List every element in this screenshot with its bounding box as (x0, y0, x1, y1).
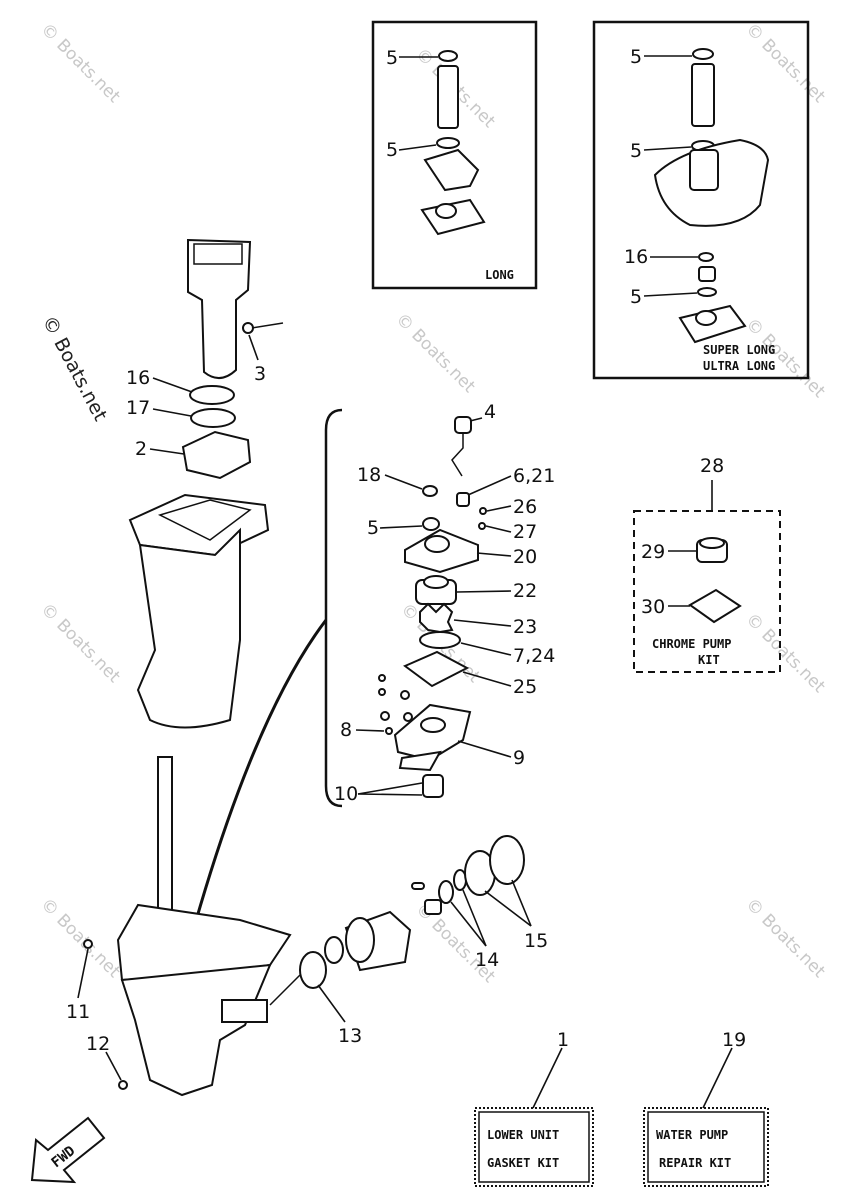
callout-5: 5 (630, 140, 642, 162)
bearing (324, 936, 344, 964)
callout-14: 14 (475, 949, 499, 971)
water-pump-parts: 4 18 6,21 26 27 5 20 22 23 7,24 25 (334, 401, 555, 805)
water-pump-bracket (183, 408, 343, 961)
grommet (454, 416, 472, 434)
o-ring (299, 951, 327, 989)
watermark: © Boats.net (741, 19, 829, 107)
lower-unit-gasket-kit-label: LOWER UNIT (487, 1128, 559, 1142)
inset-long: 5 5 LONG (371, 20, 538, 290)
o-ring (419, 631, 461, 649)
callout-22: 22 (513, 580, 537, 602)
callout-28: 28 (700, 455, 724, 477)
kit-labels: 1 LOWER UNIT GASKET KIT 19 WATER PUMP RE… (474, 1029, 769, 1187)
fwd-arrow: FWD (30, 1116, 106, 1184)
o-ring (422, 517, 440, 531)
inset-ultra-long-label: ULTRA LONG (703, 359, 775, 373)
inset-long-label: LONG (485, 268, 514, 282)
grommet (242, 322, 254, 334)
callout-26: 26 (513, 496, 537, 518)
callout-13: 13 (338, 1025, 362, 1047)
drive-shaft-housing-group: 3 16 17 2 (126, 238, 284, 729)
watermark: © Boats.net (741, 609, 829, 697)
chrome-pump-kit-label: CHROME PUMP (652, 637, 731, 651)
water-tube (691, 63, 715, 127)
callout-29: 29 (641, 541, 665, 563)
water-pump-repair-kit-label-2: REPAIR KIT (659, 1156, 731, 1170)
impeller (419, 602, 454, 634)
callout-9: 9 (513, 747, 525, 769)
outer-plate-cartridge (403, 650, 470, 688)
chrome-pump-kit: 28 29 30 CHROME PUMP KIT (633, 455, 781, 673)
gearcase-group: 11 12 13 14 15 (66, 756, 548, 1097)
callout-15: 15 (524, 930, 548, 952)
fwd-arrow-icon (30, 1116, 106, 1184)
watermark: © Boats.net (36, 599, 124, 687)
callout-5: 5 (386, 47, 398, 69)
watermark: © Boats.net (36, 19, 124, 107)
callout-4: 4 (484, 401, 496, 423)
inset-super-long-label: SUPER LONG (703, 343, 775, 357)
o-ring (692, 48, 714, 60)
water-tube (437, 65, 459, 129)
callout-1: 1 (557, 1029, 569, 1051)
seal (456, 492, 470, 507)
inset-super-long: 5 5 16 5 SUPER LONG ULTRA LONG (592, 20, 810, 380)
gasket (489, 835, 525, 885)
callout-16: 16 (624, 246, 648, 268)
callout-27: 27 (513, 521, 537, 543)
o-ring (438, 50, 458, 62)
callout-12: 12 (86, 1033, 110, 1055)
o-ring (422, 485, 438, 497)
callout-11: 11 (66, 1001, 90, 1023)
o-ring (698, 252, 714, 262)
callout-17: 17 (126, 397, 150, 419)
callout-7-24: 7,24 (513, 645, 555, 667)
tube-bracket (423, 148, 480, 192)
drive-shaft (157, 756, 173, 918)
callout-2: 2 (135, 438, 147, 460)
o-ring (697, 287, 717, 297)
callout-16: 16 (126, 367, 150, 389)
watermark: © Boats.net (36, 894, 124, 982)
gearcase-body (120, 963, 272, 1097)
chrome-plate (688, 588, 742, 624)
water-pump-repair-kit-label: WATER PUMP (656, 1128, 728, 1142)
callout-19: 19 (722, 1029, 746, 1051)
callout-5: 5 (386, 139, 398, 161)
watermark-side: © Boats.net (38, 312, 112, 425)
callout-5: 5 (630, 286, 642, 308)
propeller-shaft-housing (221, 999, 268, 1023)
o-ring (436, 137, 460, 149)
lower-unit-gasket-kit-label-2: GASKET KIT (487, 1156, 559, 1170)
gasket (181, 430, 252, 480)
callout-10: 10 (334, 783, 358, 805)
callout-23: 23 (513, 616, 537, 638)
callout-25: 25 (513, 676, 537, 698)
callout-8: 8 (340, 719, 352, 741)
oil-seal (438, 880, 454, 904)
chrome-pump-kit-label-2: KIT (698, 653, 720, 667)
callout-6-21: 6,21 (513, 465, 555, 487)
callout-5: 5 (630, 46, 642, 68)
o-ring (190, 408, 236, 428)
oil-seal (422, 774, 444, 798)
callout-30: 30 (641, 596, 665, 618)
callout-20: 20 (513, 546, 537, 568)
callout-3: 3 (254, 363, 266, 385)
water-tube-assembly (187, 238, 252, 379)
o-ring (189, 385, 235, 405)
watermark: © Boats.net (741, 894, 829, 982)
upper-casing (136, 527, 241, 729)
watermark: © Boats.net (391, 309, 479, 397)
callout-5: 5 (367, 517, 379, 539)
callout-18: 18 (357, 464, 381, 486)
